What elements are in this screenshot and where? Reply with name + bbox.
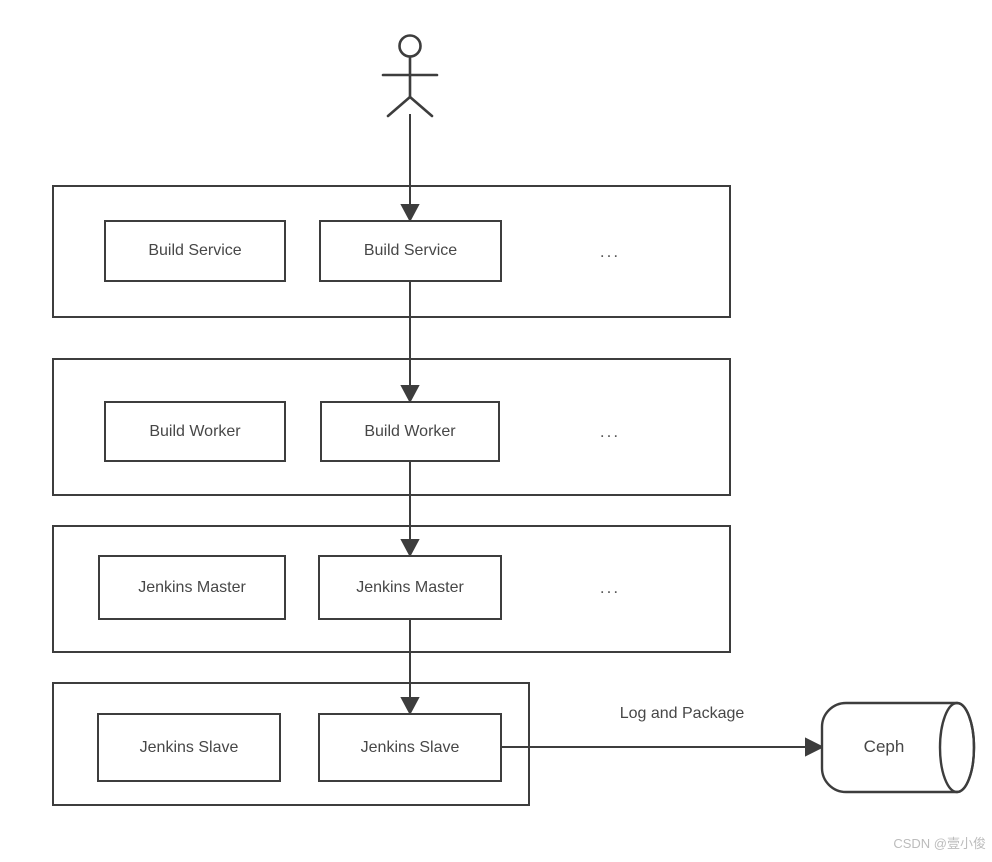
jenkins-master-box-2: Jenkins Master (318, 555, 502, 620)
build-service-box-2: Build Service (319, 220, 502, 282)
edge-label-log-and-package: Log and Package (619, 705, 745, 722)
build-worker-box-1: Build Worker (104, 401, 286, 462)
more-indicator-build-worker: ... (599, 422, 621, 441)
more-indicator-build-service: ... (599, 242, 621, 261)
build-service-box-1: Build Service (104, 220, 286, 282)
jenkins-master-box-1: Jenkins Master (98, 555, 286, 620)
actor-leg-left (386, 95, 412, 118)
jenkins-slave-box-2: Jenkins Slave (318, 713, 502, 782)
watermark: CSDN @壹小俊 (893, 836, 986, 851)
more-indicator-jenkins-master: ... (599, 578, 621, 597)
cylinder-cap (938, 701, 976, 794)
ceph-label: Ceph (863, 737, 905, 756)
jenkins-slave-box-1: Jenkins Slave (97, 713, 281, 782)
actor-leg-right (408, 95, 434, 118)
actor-head (398, 34, 422, 58)
arrow-jenkins-slave-to-ceph (502, 737, 825, 757)
build-worker-box-2: Build Worker (320, 401, 500, 462)
user-actor-icon (381, 34, 439, 118)
